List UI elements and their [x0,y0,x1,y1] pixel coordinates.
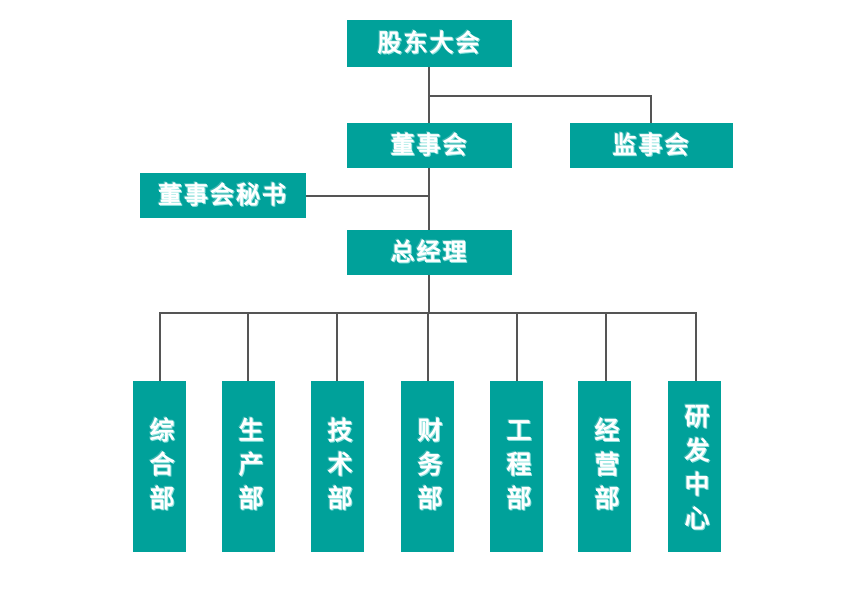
connector-to-supervisors [650,95,652,124]
node-dept-operations[interactable]: 经营部 [578,381,631,552]
node-dept-general-affairs[interactable]: 综合部 [133,381,186,552]
node-dept-technology[interactable]: 技术部 [311,381,364,552]
node-label-dept-engineering: 工程部 [503,417,531,519]
connector-drop-dept-1 [159,312,161,382]
node-board-of-supervisors[interactable]: 监事会 [570,123,733,168]
node-dept-engineering[interactable]: 工程部 [490,381,543,552]
node-label-general-manager: 总经理 [390,238,469,266]
node-board-of-directors[interactable]: 董事会 [347,123,512,168]
node-shareholders-meeting[interactable]: 股东大会 [347,20,512,67]
node-dept-production[interactable]: 生产部 [222,381,275,552]
connector-gm-down [428,275,430,313]
connector-bus-level1 [428,95,652,97]
connector-board-to-gm [428,168,430,231]
connector-drop-dept-2 [247,312,249,382]
connector-drop-dept-3 [336,312,338,382]
node-label-shareholders-meeting: 股东大会 [377,29,482,57]
connector-drop-dept-7 [695,312,697,382]
connector-to-board [428,95,430,124]
connector-drop-dept-6 [605,312,607,382]
node-label-board-of-directors: 董事会 [390,131,469,159]
connector-drop-dept-5 [516,312,518,382]
node-dept-rnd-center[interactable]: 研发中心 [668,381,721,552]
connector-board-secretary [305,195,429,197]
node-label-dept-production: 生产部 [235,417,263,519]
node-label-board-of-supervisors: 监事会 [612,131,691,159]
node-label-dept-technology: 技术部 [324,417,352,519]
connector-shareholders-down [428,67,430,96]
connector-drop-dept-4 [427,312,429,382]
node-general-manager[interactable]: 总经理 [347,230,512,275]
node-label-dept-operations: 经营部 [591,417,619,519]
node-label-dept-rnd-center: 研发中心 [681,403,709,539]
node-dept-finance[interactable]: 财务部 [401,381,454,552]
node-label-dept-finance: 财务部 [414,417,442,519]
node-label-board-secretary: 董事会秘书 [158,181,288,209]
node-board-secretary[interactable]: 董事会秘书 [140,173,306,218]
node-label-dept-general-affairs: 综合部 [146,417,174,519]
